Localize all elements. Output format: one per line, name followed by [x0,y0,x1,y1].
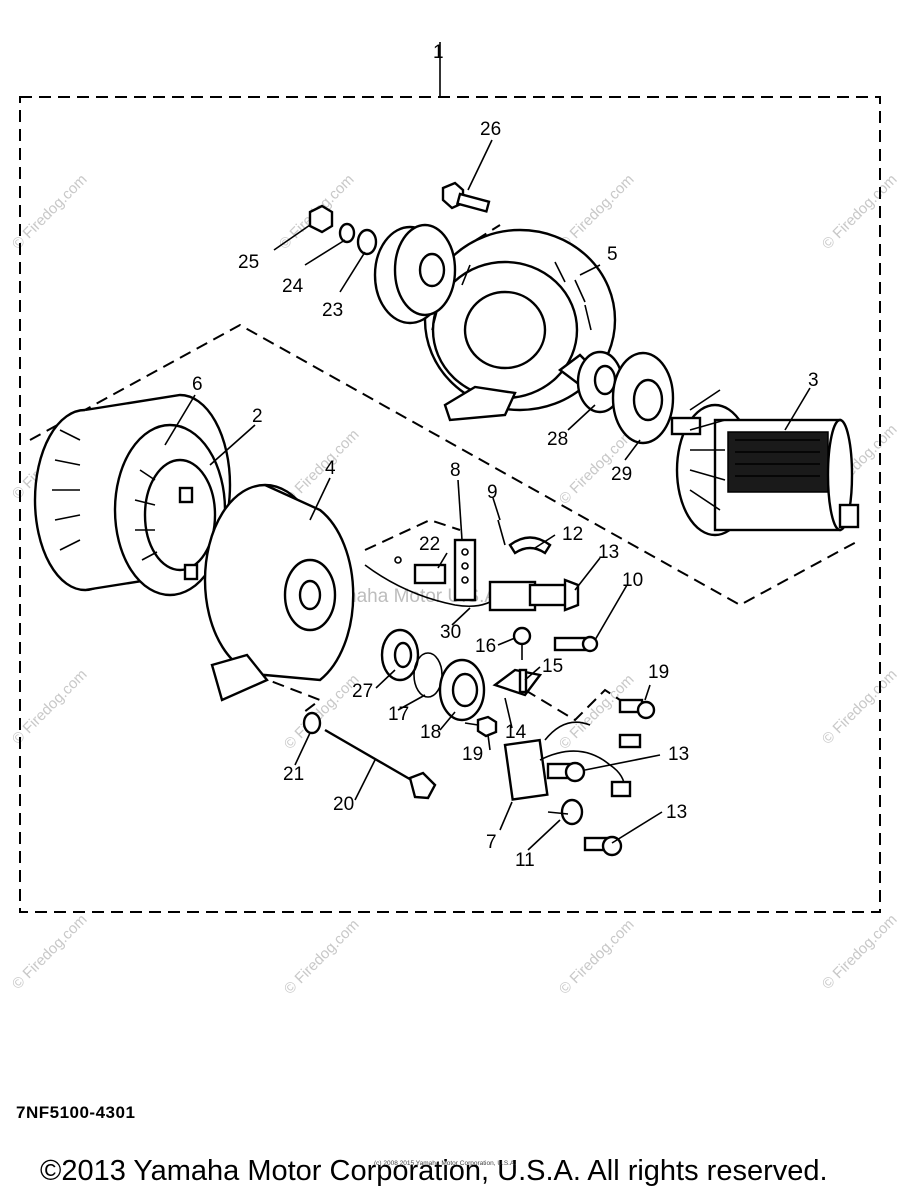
o-ring-17 [413,652,443,698]
watermark: © Firedog.com [281,916,363,998]
clip-12 [508,536,552,555]
callout-22: 22 [419,534,440,555]
callout-8: 8 [450,460,461,481]
callout-10: 10 [622,570,643,591]
callout-16: 16 [475,636,496,657]
bearing-cover-29 [611,351,675,445]
screw-10 [553,635,599,653]
callout-11: 11 [515,850,535,871]
watermark: © Firedog.com [819,666,901,748]
callout-2: 2 [252,406,263,427]
brush-9 [497,519,506,546]
watermark: © Firedog.com [556,916,638,998]
leader-lines [164,139,811,851]
callout-13: 13 [666,802,687,823]
cover-18 [438,658,486,722]
clamp-11 [547,798,584,826]
small-copyright: (c) 2008 2015 Yamaha Motor Corporation, … [374,1160,517,1167]
terminal-block-8 [453,538,477,602]
washer-21 [302,711,322,735]
bolt-19-right [618,698,656,749]
watermark: © Firedog.com [281,671,363,753]
callout-19: 19 [462,744,483,765]
callout-6: 6 [192,374,203,395]
callout-5: 5 [607,244,618,265]
callout-4: 4 [325,458,336,479]
callout-17: 17 [388,704,409,725]
callout-14: 14 [505,722,527,743]
watermark: © Firedog.com [9,666,91,748]
bolt-13-middle [546,761,586,783]
callout-27: 27 [352,681,373,702]
callout-30: 30 [440,622,461,643]
callout-1: 1 [433,42,444,63]
watermark: © Firedog.com [819,911,901,993]
callout-21: 21 [283,764,304,785]
bolt-26 [441,181,491,213]
callout-29: 29 [611,464,632,485]
copyright-text: ©2013 Yamaha Motor Corporation, U.S.A. A… [40,1155,828,1187]
callout-9: 9 [487,482,498,503]
wire-harness-30 [364,564,537,612]
pulley [308,204,457,325]
bolt-13-upper [528,578,580,612]
bearing-27 [380,628,420,682]
callout-24: 24 [282,276,304,297]
callout-13: 13 [668,744,689,765]
end-housing [203,483,355,702]
watermark: © Firedog.com [819,171,901,253]
callout-3: 3 [808,370,819,391]
assembly-boundary [19,42,881,913]
bolt-22 [394,556,447,585]
callout-labels: 1 26 25 24 23 5 3 6 2 4 28 29 8 9 12 13 … [192,42,819,871]
callout-19: 19 [648,662,669,683]
callout-25: 25 [238,252,259,273]
watermark: © Firedog.com [9,171,91,253]
callout-12: 12 [562,524,583,545]
callout-15: 15 [542,656,563,677]
callout-28: 28 [547,429,568,450]
screw-16 [512,626,532,660]
bolt-13-lower [583,835,623,857]
through-bolt-20 [324,728,437,800]
rotor [670,389,860,537]
regulator-7 [503,721,632,801]
bolt-19-center [464,715,498,738]
diagram-code: 7NF5100-4301 [16,1103,136,1122]
callout-20: 20 [333,794,354,815]
callout-26: 26 [480,119,501,140]
callout-13: 13 [598,542,619,563]
watermark: © Firedog.com [9,911,91,993]
callout-23: 23 [322,300,343,321]
watermark: © Firedog.com [556,171,638,253]
callout-18: 18 [420,722,441,743]
callout-7: 7 [486,832,497,853]
